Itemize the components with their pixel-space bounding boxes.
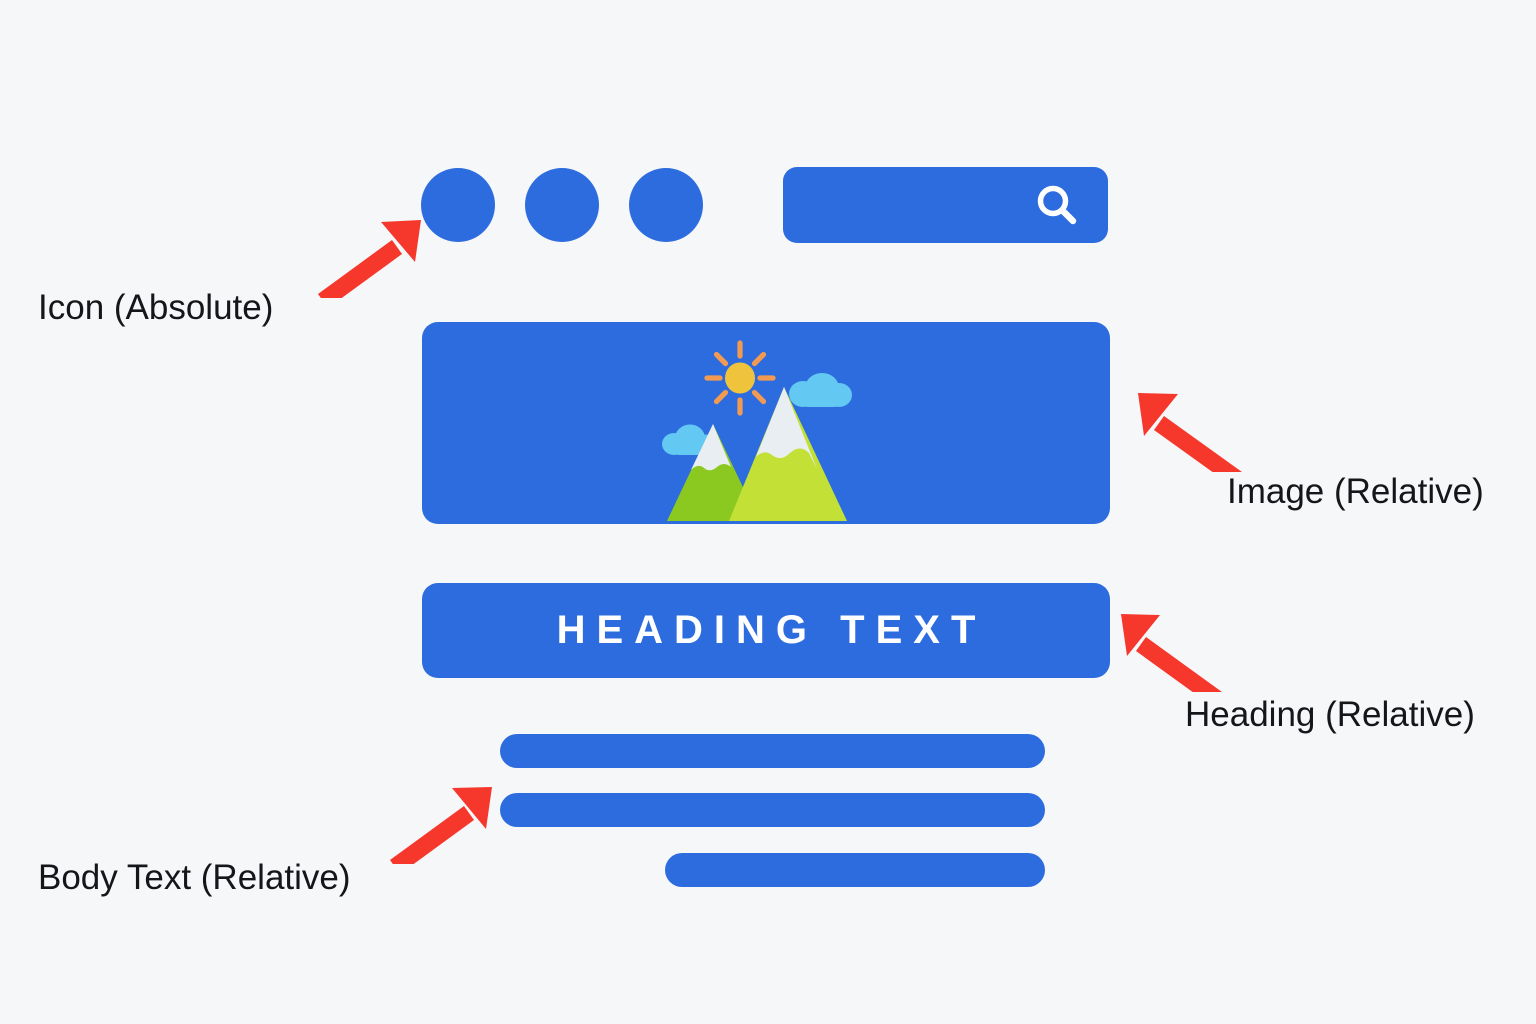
arrow-to-image <box>1138 393 1242 472</box>
annotation-label-image-relative: Image (Relative) <box>1227 472 1484 511</box>
mountain-back-icon <box>667 424 759 521</box>
arrow-to-body <box>390 787 492 864</box>
arrow-to-icon <box>318 220 421 298</box>
search-bar[interactable] <box>783 167 1108 243</box>
icon-circle-3[interactable] <box>629 168 703 242</box>
body-line-3[interactable] <box>665 853 1045 887</box>
annotation-label-heading-relative: Heading (Relative) <box>1185 695 1475 734</box>
image-placeholder[interactable] <box>422 322 1110 524</box>
sun-icon <box>725 362 755 394</box>
search-icon[interactable] <box>1032 180 1082 230</box>
body-line-2[interactable] <box>500 793 1045 827</box>
heading-text: HEADING TEXT <box>556 608 987 652</box>
snow-cap-right-icon <box>756 387 817 469</box>
arrow-to-heading <box>1121 614 1222 692</box>
snow-cap-left-icon <box>691 424 731 471</box>
icon-circle-2[interactable] <box>525 168 599 242</box>
annotation-label-body-relative: Body Text (Relative) <box>38 858 351 897</box>
icon-circle-1[interactable] <box>421 168 495 242</box>
mountain-landscape-icon <box>662 340 852 521</box>
annotation-label-icon-absolute: Icon (Absolute) <box>38 288 274 327</box>
sun-rays-icon <box>704 340 776 416</box>
cloud-right-icon <box>789 373 852 407</box>
body-line-1[interactable] <box>500 734 1045 768</box>
heading-placeholder[interactable]: HEADING TEXT <box>422 583 1110 678</box>
